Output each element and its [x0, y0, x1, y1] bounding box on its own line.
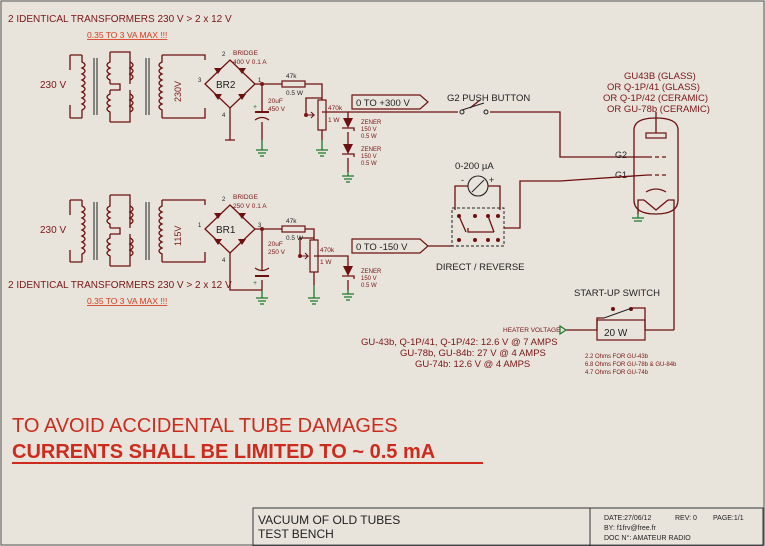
top-pin-2: 2	[222, 52, 226, 58]
top-zener1-line1: ZENER	[361, 120, 382, 126]
g2-contact-a	[459, 109, 465, 115]
top-bridge-label: BRIDGE	[233, 50, 259, 57]
top-va-note: 0.35 TO 3 VA MAX !!!	[87, 30, 167, 40]
top-pot-value: 470k	[328, 105, 343, 112]
bottom-resistor-power: 0.5 W	[286, 235, 304, 242]
bottom-cap-value: 20uF	[268, 241, 283, 248]
grid-label-g2: G2	[615, 150, 627, 160]
top-bridge-rating: 400 V 0.1 A	[233, 59, 267, 66]
top-pin-1: 1	[258, 78, 262, 84]
startup-switch-label: START-UP SWITCH	[574, 288, 660, 299]
top-pot-power: 1 W	[328, 117, 340, 124]
bottom-transformer-title: 2 IDENTICAL TRANSFORMERS 230 V > 2 x 12 …	[8, 280, 232, 291]
microammeter	[454, 175, 501, 210]
top-secondary-label: 230V	[173, 81, 183, 102]
top-cap-voltage: 450 V	[268, 106, 286, 113]
top-pin-4: 4	[222, 113, 226, 119]
heater-ohms-1: 2.2 Ohms FOR GU-43b	[585, 354, 649, 360]
heater-ohms-3: 4.7 Ohms FOR GU-74b	[585, 370, 649, 376]
vacuum-tube	[632, 112, 679, 222]
bottom-bridge-ref: BR1	[216, 225, 236, 236]
tube-label-4: OR GU-78b (CERAMIC)	[607, 104, 710, 115]
title-line-2: TEST BENCH	[258, 527, 334, 541]
title-doc: DOC N°: AMATEUR RADIO	[604, 534, 691, 542]
top-zener1-line3: 0.5 W	[361, 134, 377, 140]
bottom-pin-1: 1	[198, 223, 202, 229]
top-bridge-ref: BR2	[216, 80, 236, 91]
bottom-zener-line1: ZENER	[361, 269, 382, 275]
top-transformer-pair	[69, 51, 206, 123]
heater-ohms-2: 6.8 Ohms FOR GU-78b & GU-84b	[585, 362, 677, 368]
bottom-pin-4: 4	[222, 258, 226, 264]
title-rev: REV: 0	[675, 515, 697, 522]
bottom-output-flag	[351, 238, 429, 254]
switch-label: DIRECT / REVERSE	[436, 262, 525, 273]
top-zener1-line2: 150 V	[361, 127, 377, 133]
heater-spec-3: GU-74b: 12.6 V @ 4 AMPS	[415, 359, 530, 370]
bottom-zener-line3: 0.5 W	[361, 283, 377, 289]
title-by: BY: f1frv@free.fr	[604, 525, 657, 532]
bottom-pot-power: 1 W	[320, 259, 332, 266]
warning-line-2: CURRENTS SHALL BE LIMITED TO ~ 0.5 mA	[12, 441, 435, 463]
title-block	[252, 507, 764, 546]
tube-label-2: OR Q-1P/41 (GLASS)	[607, 82, 700, 93]
title-line-1: VACUUM OF OLD TUBES	[258, 513, 400, 527]
top-zener2-line2: 150 V	[361, 154, 377, 160]
bottom-zener-line2: 150 V	[361, 276, 377, 282]
bottom-bridge-label: BRIDGE	[233, 194, 259, 201]
heater-spec-1: GU-43b, Q-1P/41, Q-1P/42: 12.6 V @ 7 AMP…	[361, 337, 558, 348]
g2-switch-blade	[461, 102, 485, 111]
bottom-va-note: 0.35 TO 3 VA MAX !!!	[87, 296, 167, 306]
top-zener2-line3: 0.5 W	[361, 161, 377, 167]
top-filter-network: +	[225, 80, 328, 157]
grid-label-g1: G1	[615, 170, 627, 180]
heater-resistor-label: 20 W	[604, 328, 628, 339]
meter-label: 0-200 µA	[455, 161, 494, 172]
meter-minus: -	[461, 175, 464, 185]
bottom-filter-network: +	[229, 225, 320, 305]
g2-contact-b	[483, 109, 489, 115]
tube-label-1: GU43B (GLASS)	[624, 71, 696, 82]
heater-voltage-label: HEATER VOLTAGE	[503, 327, 561, 334]
top-resistor-value: 47k	[286, 73, 297, 80]
top-zener2-line1: ZENER	[361, 147, 382, 153]
title-date: DATE:27/06/12	[604, 515, 651, 522]
bottom-pin-2: 2	[222, 197, 226, 203]
meter-plus: +	[489, 175, 494, 185]
top-cap-value: 20uF	[268, 98, 283, 105]
g2-button-label: G2 PUSH BUTTON	[447, 93, 530, 104]
svg-text:+: +	[253, 104, 257, 111]
tube-wires	[559, 174, 675, 330]
top-zener-stack	[322, 111, 355, 183]
top-resistor-power: 0.5 W	[286, 90, 304, 97]
svg-text:+: +	[253, 280, 257, 287]
bottom-output-label: 0 TO -150 V	[356, 242, 408, 253]
top-transformer-title: 2 IDENTICAL TRANSFORMERS 230 V > 2 x 12 …	[8, 14, 232, 25]
bottom-zener	[314, 255, 355, 301]
bottom-pot-value: 470k	[320, 247, 335, 254]
bottom-secondary-label: 115V	[173, 226, 183, 246]
warning-line-1: TO AVOID ACCIDENTAL TUBE DAMAGES	[12, 415, 398, 437]
bottom-cap-voltage: 250 V	[268, 249, 286, 256]
startup-switch	[603, 307, 633, 319]
direct-reverse-switch	[428, 180, 560, 247]
heater-resistor	[559, 307, 674, 341]
bottom-input-voltage: 230 V	[40, 225, 66, 236]
top-input-voltage: 230 V	[40, 80, 66, 91]
bottom-resistor-value: 47k	[286, 218, 297, 225]
top-output-flag	[351, 94, 429, 110]
tube-label-3: OR Q-1P/42 (CERAMIC)	[603, 93, 708, 104]
top-pin-3: 3	[198, 78, 202, 84]
top-output-label: 0 TO +300 V	[356, 98, 410, 109]
bottom-bridge-rating: 250 V 0.1 A	[233, 203, 267, 210]
bottom-pin-3: 3	[258, 223, 262, 229]
heater-spec-2: GU-78b, GU-84b: 27 V @ 4 AMPS	[400, 348, 546, 359]
bottom-transformer-pair	[69, 194, 206, 267]
title-page: PAGE:1/1	[713, 515, 744, 522]
